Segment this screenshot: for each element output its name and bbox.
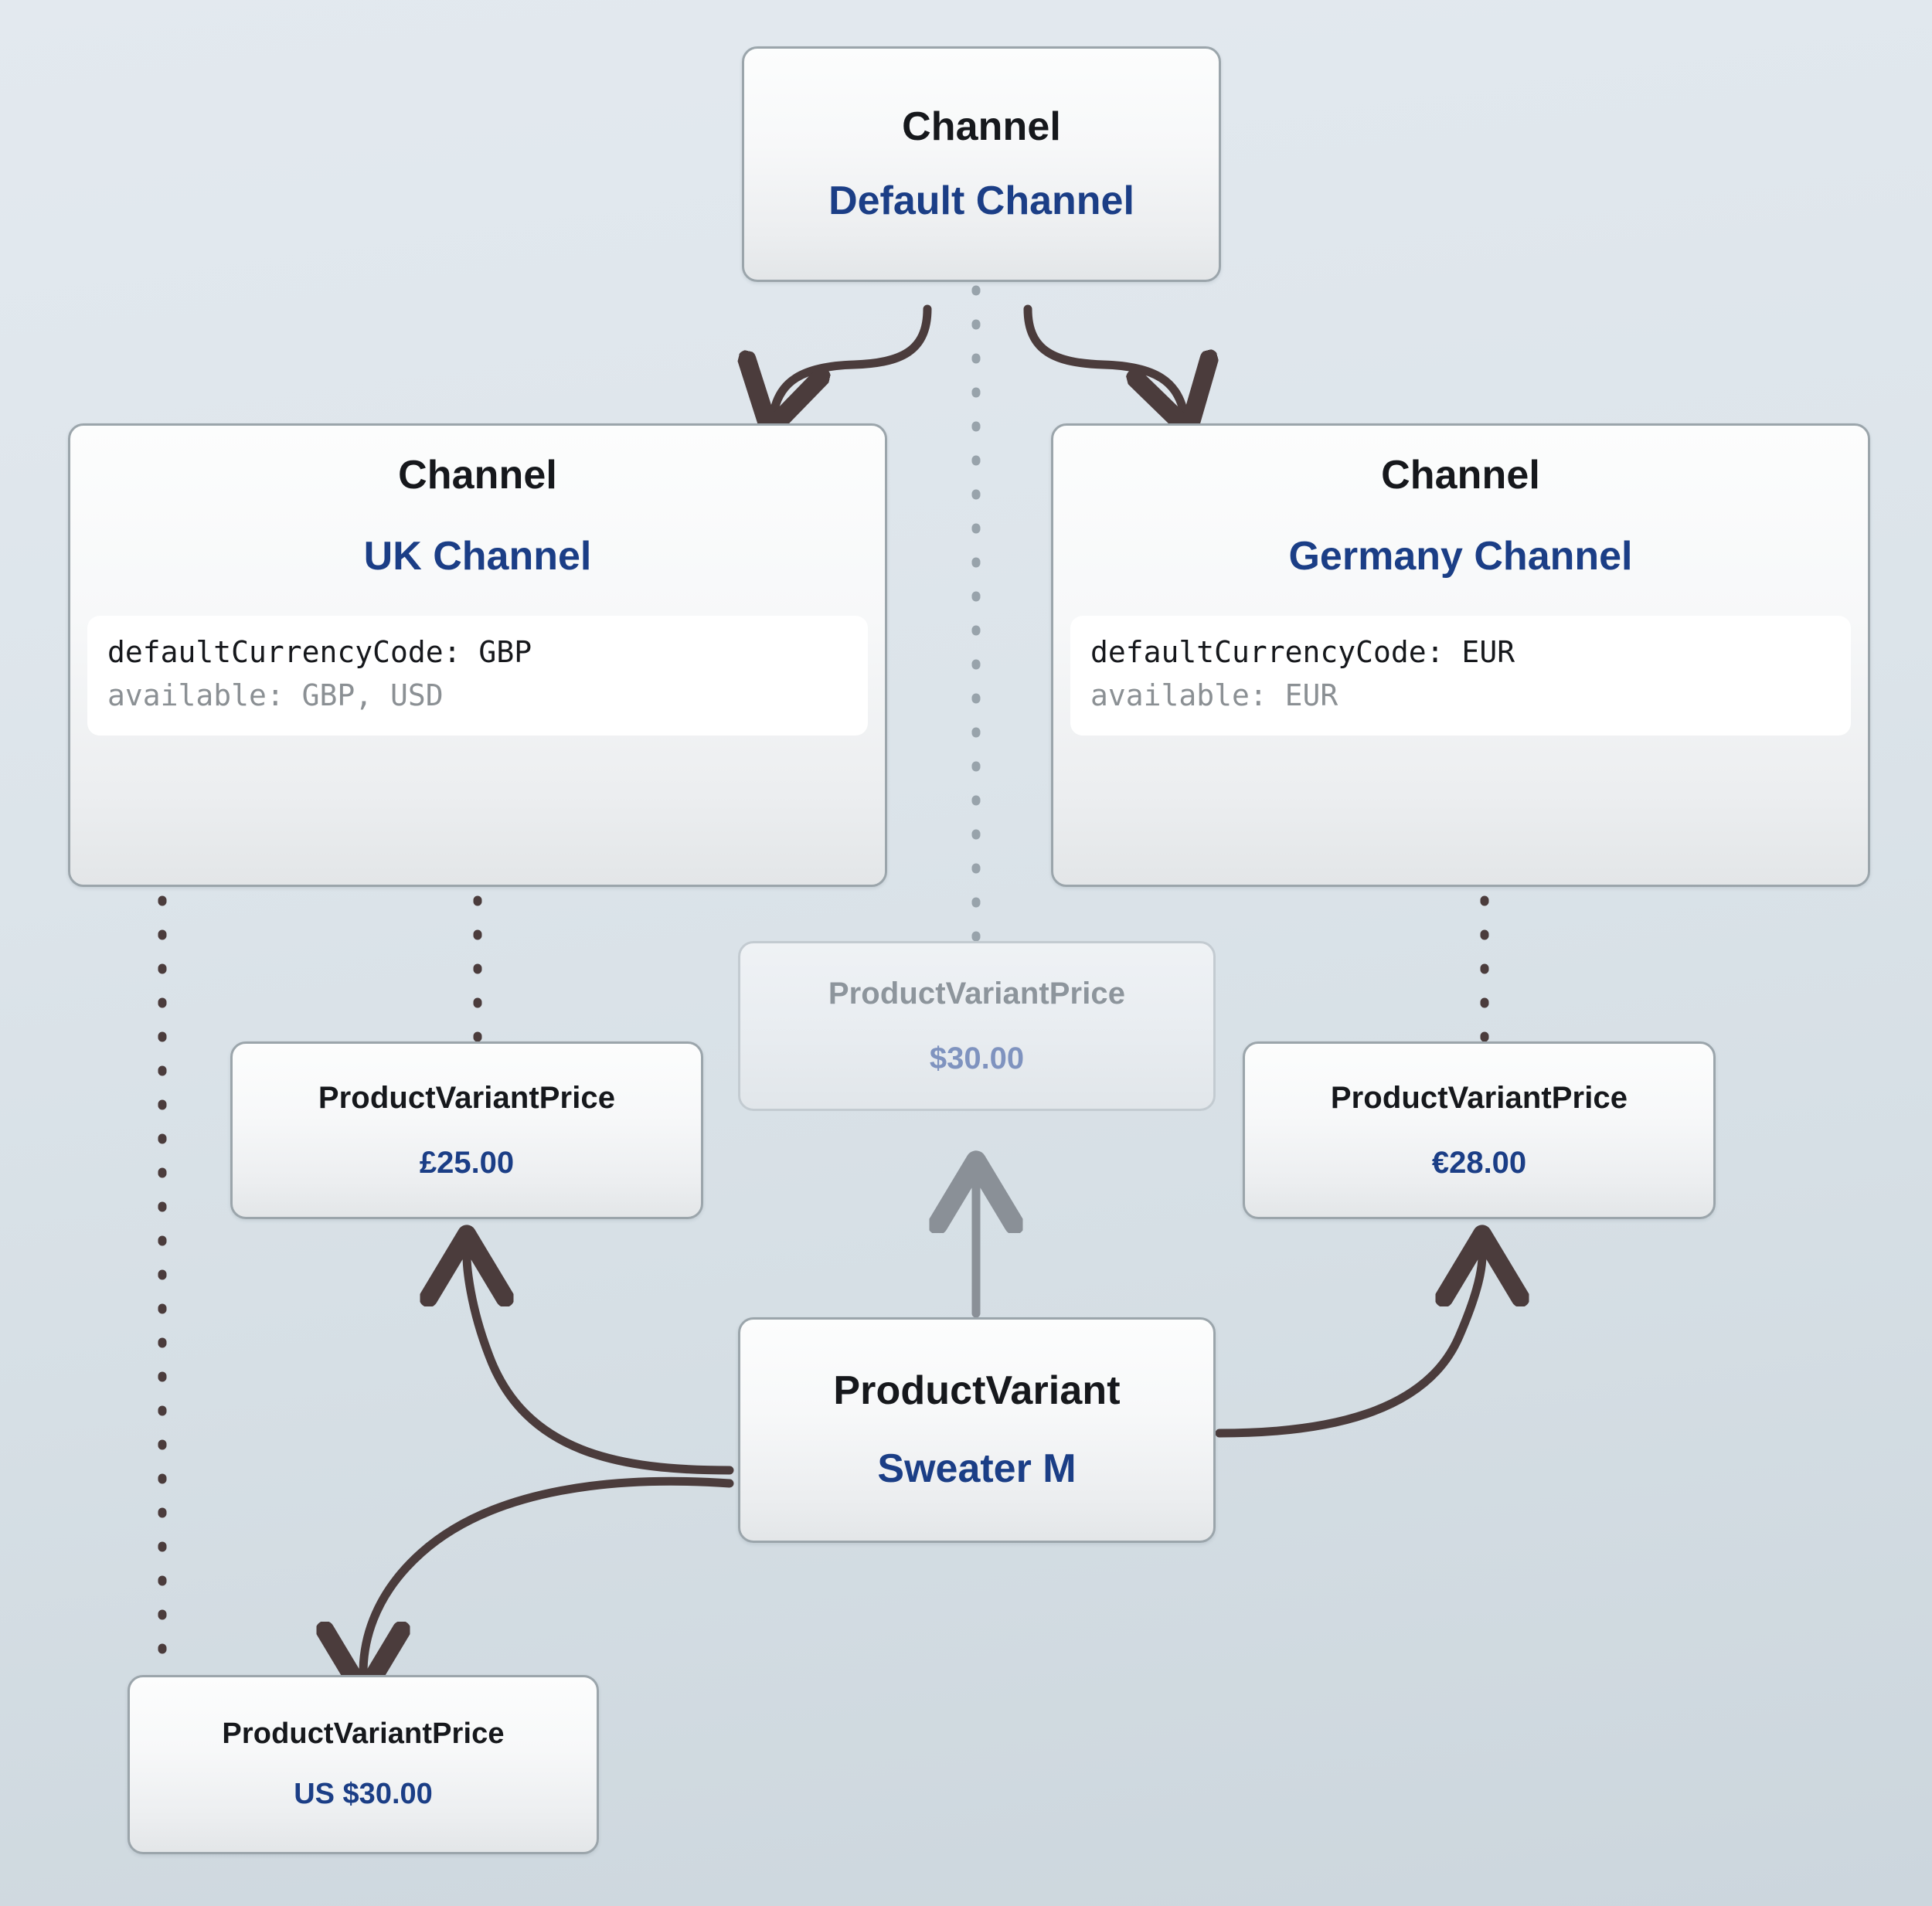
node-default-channel[interactable]: Channel Default Channel [742,46,1221,282]
node-type-label: ProductVariantPrice [222,1717,505,1751]
edge-default-to-germany [1023,304,1183,409]
default-currency-line: defaultCurrencyCode: EUR [1090,635,1515,670]
node-type-label: ProductVariantPrice [1330,1081,1628,1115]
edge-variant-to-gbp [467,1255,734,1475]
node-value-label: £25.00 [419,1146,515,1180]
node-type-label: ProductVariantPrice [828,977,1126,1011]
edge-default-to-uk [774,304,932,409]
available-currencies-line: available: EUR [1090,678,1338,712]
node-price-usd-ghost[interactable]: ProductVariantPrice $30.00 [738,941,1216,1111]
node-value-label: US $30.00 [294,1778,433,1810]
node-uk-channel[interactable]: Channel UK Channel defaultCurrencyCode: … [68,423,887,887]
node-value-label: €28.00 [1431,1146,1527,1180]
default-currency-line: defaultCurrencyCode: GBP [107,635,532,670]
node-value-label: Germany Channel [1288,534,1633,579]
uk-channel-details-panel: defaultCurrencyCode: GBP available: GBP,… [87,616,868,736]
edge-variant-to-us-usd [363,1476,734,1673]
germany-channel-details-panel: defaultCurrencyCode: EUR available: EUR [1070,616,1851,736]
node-germany-channel[interactable]: Channel Germany Channel defaultCurrencyC… [1051,423,1870,887]
node-product-variant[interactable]: ProductVariant Sweater M [738,1317,1216,1543]
node-type-label: Channel [902,104,1061,150]
node-type-label: ProductVariant [833,1367,1121,1413]
node-price-gbp[interactable]: ProductVariantPrice £25.00 [230,1041,703,1219]
node-value-label: Sweater M [877,1446,1077,1491]
node-value-label: Default Channel [828,178,1134,223]
node-price-eur[interactable]: ProductVariantPrice €28.00 [1243,1041,1716,1219]
node-value-label: $30.00 [929,1041,1025,1075]
edge-variant-to-eur [1215,1255,1482,1438]
node-type-label: Channel [398,453,557,498]
node-price-us-usd[interactable]: ProductVariantPrice US $30.00 [128,1675,599,1854]
available-currencies-line: available: GBP, USD [107,678,444,712]
node-type-label: Channel [1381,453,1540,498]
node-type-label: ProductVariantPrice [318,1081,616,1115]
node-value-label: UK Channel [363,534,592,579]
